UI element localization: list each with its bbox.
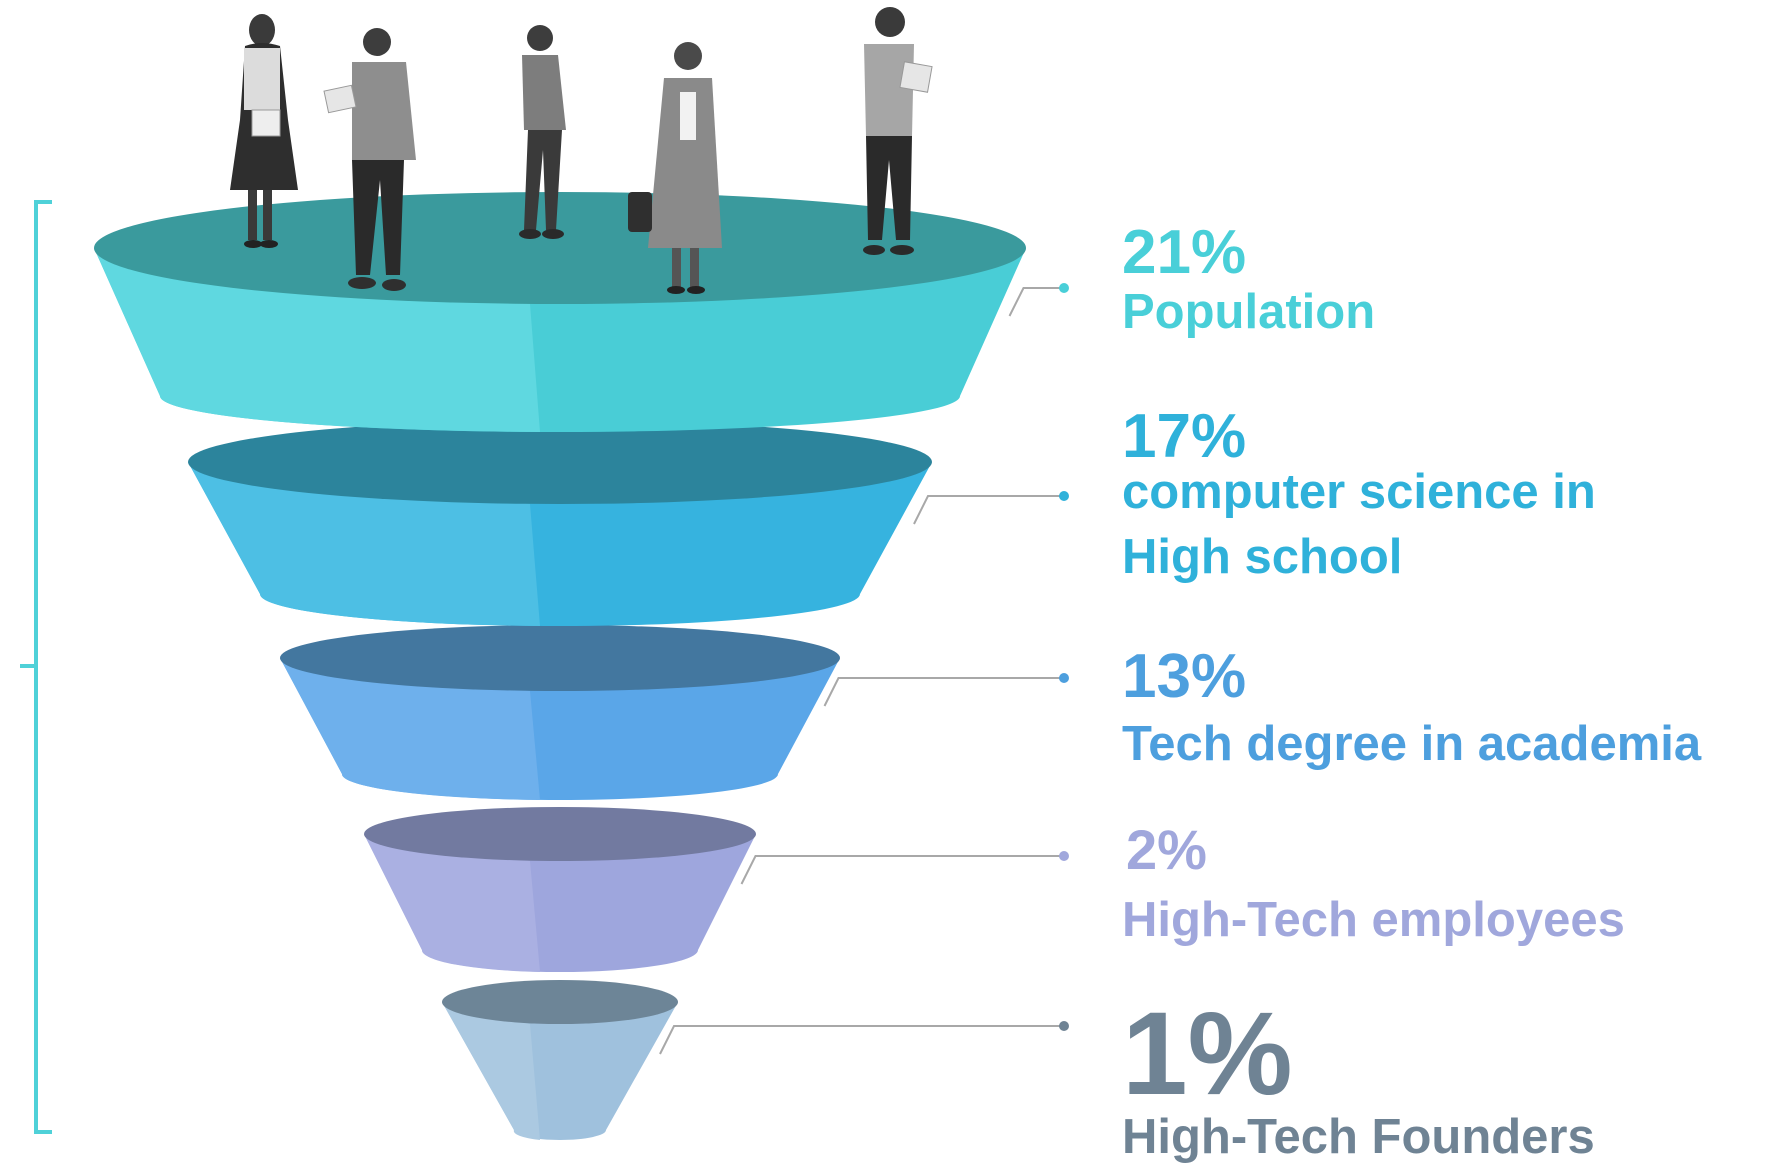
funnel-layer [188,420,932,626]
funnel-layer-rim [188,420,932,504]
person-icon [628,42,722,294]
connector-line [913,491,1069,525]
stage-percent-tech-degree: 13% [1122,642,1247,711]
connector-dot [1059,491,1069,501]
connectors [659,283,1069,1055]
connector-line [659,1021,1069,1055]
stage-percent-high-tech-employees: 2% [1126,818,1207,881]
funnel [94,192,1026,1140]
stage-label-tech-degree: Tech degree in academia [1122,717,1702,771]
stage-label-population: Population [1122,285,1376,339]
stage-percent-population: 21% [1122,218,1247,287]
stage-percent-high-tech-founders: 1% [1122,988,1293,1120]
funnel-layer [442,980,678,1140]
person-icon [323,28,416,291]
connector-line [823,673,1069,707]
funnel-layer-rim [94,192,1026,304]
stage-label-line: High school [1122,529,1403,584]
connector-dot [1059,283,1069,293]
funnel-layer-rim [364,807,756,861]
funnel-layer-rim [442,980,678,1024]
stage-label-high-tech-founders: High-Tech Founders [1122,1110,1595,1164]
funnel-layer-rim [280,625,840,691]
funnel-layer-highlight [364,834,540,972]
stage-percent-cs-high-school: 17% [1122,402,1247,471]
funnel-layer-highlight [188,462,540,626]
person-icon [230,14,298,248]
funnel-layer [94,192,1026,432]
funnel-layer-highlight [280,658,540,800]
connector-line [740,851,1069,885]
funnel-layer-highlight [442,1002,540,1140]
person-icon [863,7,933,255]
funnel-layer [364,807,756,972]
connector-dot [1059,673,1069,683]
stage-label-line: computer science in [1122,465,1596,519]
connector-dot [1059,1021,1069,1031]
person-icon [519,25,566,239]
stage-label-high-tech-employees: High-Tech employees [1122,893,1625,947]
funnel-layer [280,625,840,800]
stage-label-cs-high-school: computer science in High school [1122,460,1596,589]
people-illustration [230,7,933,294]
connector-dot [1059,851,1069,861]
connector-line [1008,283,1069,317]
left-bracket [20,200,52,1134]
